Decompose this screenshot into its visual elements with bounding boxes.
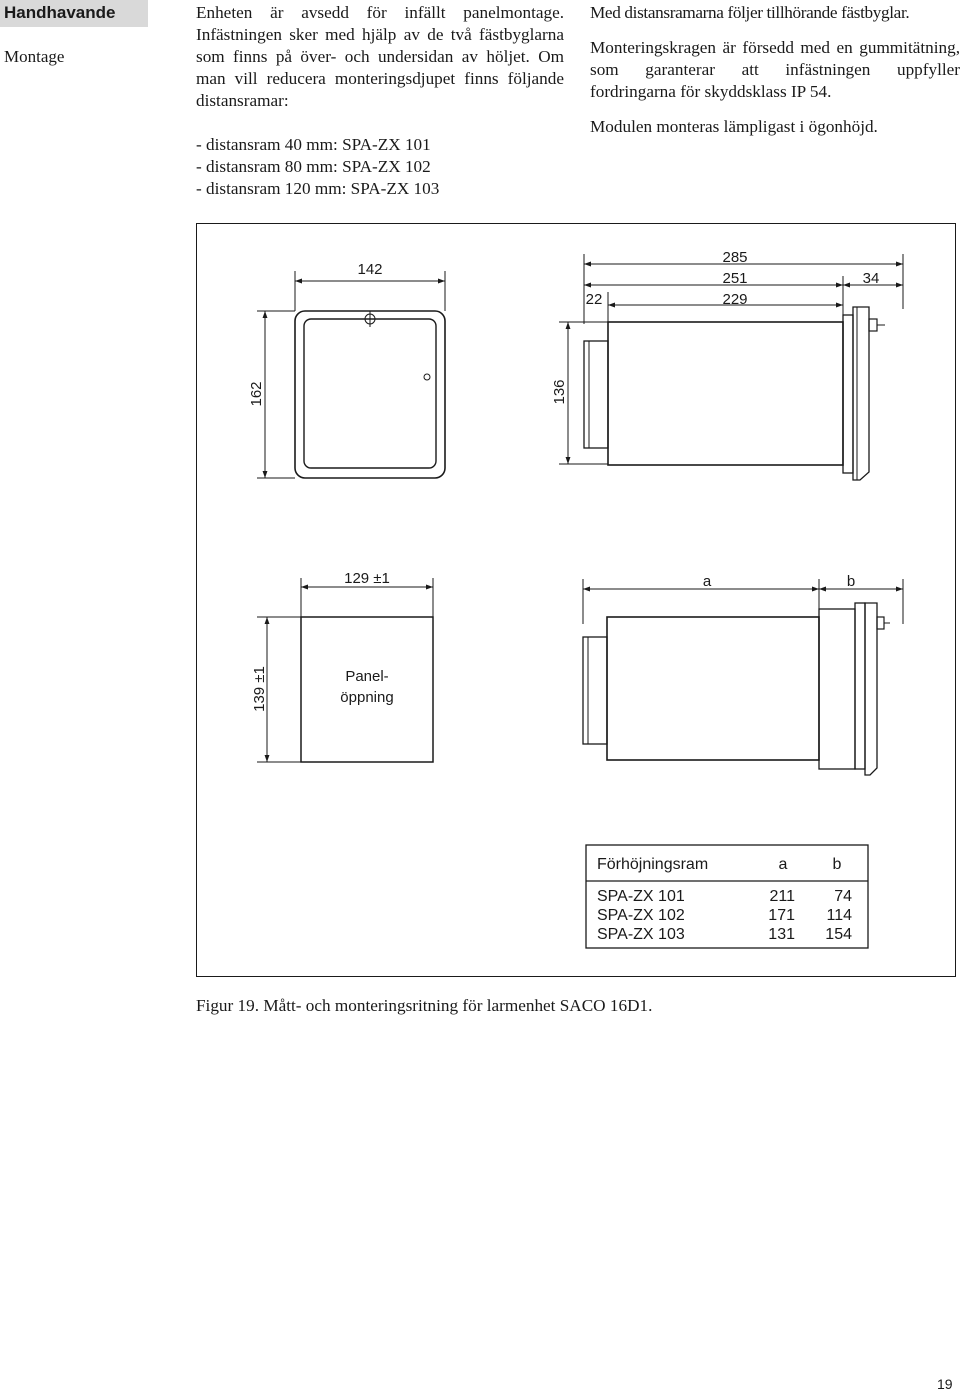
- front-screw-head: [876, 616, 885, 630]
- list-item: - distansram 80 mm: SPA-ZX 102: [196, 157, 431, 176]
- section-header-bar: [0, 0, 148, 27]
- table-cell: SPA-ZX 102: [597, 907, 685, 924]
- page-number: 19: [937, 1376, 953, 1392]
- table-cell: SPA-ZX 103: [597, 926, 685, 943]
- cutout-height-label: 139 ±1: [251, 666, 268, 712]
- mounting-collar: [854, 602, 866, 770]
- mounting-collar: [842, 314, 854, 474]
- cutout-label: Panel-: [345, 668, 388, 685]
- spacer-side-view: a b: [582, 573, 904, 776]
- table-cell: 131: [768, 926, 795, 943]
- table-cell: 114: [826, 907, 852, 924]
- side-229-label: 229: [722, 291, 747, 308]
- dim-b-label: b: [847, 573, 855, 590]
- table-header: a: [779, 856, 788, 873]
- front-height-label: 162: [248, 381, 265, 406]
- case-body: [607, 321, 844, 466]
- intro-paragraph: Enheten är avsedd för infällt panelmonta…: [196, 3, 564, 110]
- side-22-label: 22: [586, 291, 603, 308]
- rear-connector-block: [582, 636, 608, 745]
- front-panel-inner: [303, 318, 437, 469]
- rear-connector-block: [583, 340, 609, 449]
- front-frame-profile: [864, 602, 878, 776]
- paragraph-fastbyglar: Med distansramarna följer tillhörande fä…: [590, 3, 910, 22]
- paragraph-ogonhojd: Modulen monteras lämpligast i ögonhöjd.: [590, 117, 878, 136]
- table-header: Förhöjningsram: [597, 856, 708, 873]
- dim-a-label: a: [703, 573, 712, 590]
- spacer-dimension-table: Förhöjningsram a b SPA-ZX 101 211 74 SPA…: [585, 844, 869, 949]
- table-cell: 211: [769, 888, 795, 905]
- list-item: - distansram 40 mm: SPA-ZX 101: [196, 135, 431, 154]
- cutout-label: öppning: [340, 689, 393, 706]
- indicator-led-icon: [423, 373, 431, 381]
- table-cell: 74: [834, 888, 852, 905]
- table-cell: SPA-ZX 101: [597, 888, 685, 905]
- side-total-label: 285: [722, 249, 747, 266]
- list-item: - distansram 120 mm: SPA-ZX 103: [196, 179, 440, 198]
- front-frame-profile: [852, 306, 870, 481]
- left-text-column: Enheten är avsedd för infällt panelmonta…: [196, 2, 564, 200]
- front-view: 142 162: [248, 261, 446, 479]
- cutout-outline: [300, 616, 434, 763]
- table-header: b: [833, 856, 842, 873]
- paragraph-monteringskragen: Monteringskragen är försedd med en gummi…: [590, 38, 960, 101]
- table-cell: 171: [768, 907, 795, 924]
- cutout-width-label: 129 ±1: [344, 570, 390, 587]
- table-border: [585, 844, 869, 949]
- side-view: 285 251 229 22 34 136: [551, 249, 904, 481]
- figure-frame: 142 162 285 251 229 22 34: [196, 223, 956, 977]
- panel-cutout-view: 129 ±1 139 ±1 Panel- öppning: [251, 570, 434, 763]
- case-body: [606, 616, 820, 761]
- right-text-column: Med distansramarna följer tillhörande fä…: [590, 2, 960, 138]
- side-34-label: 34: [863, 270, 880, 287]
- figure-caption: Figur 19. Mått- och monteringsritning fö…: [196, 996, 653, 1015]
- front-width-label: 142: [357, 261, 382, 278]
- section-title: Handhavande: [4, 3, 116, 22]
- side-height-label: 136: [551, 379, 568, 404]
- table-cell: 154: [825, 926, 852, 943]
- dimension-drawing: 142 162 285 251 229 22 34: [248, 249, 904, 949]
- section-subtitle: Montage: [4, 47, 65, 66]
- front-panel-outline: [294, 310, 446, 479]
- front-screw-head: [868, 318, 878, 332]
- spacer-frame: [818, 608, 856, 770]
- side-251-label: 251: [722, 270, 747, 287]
